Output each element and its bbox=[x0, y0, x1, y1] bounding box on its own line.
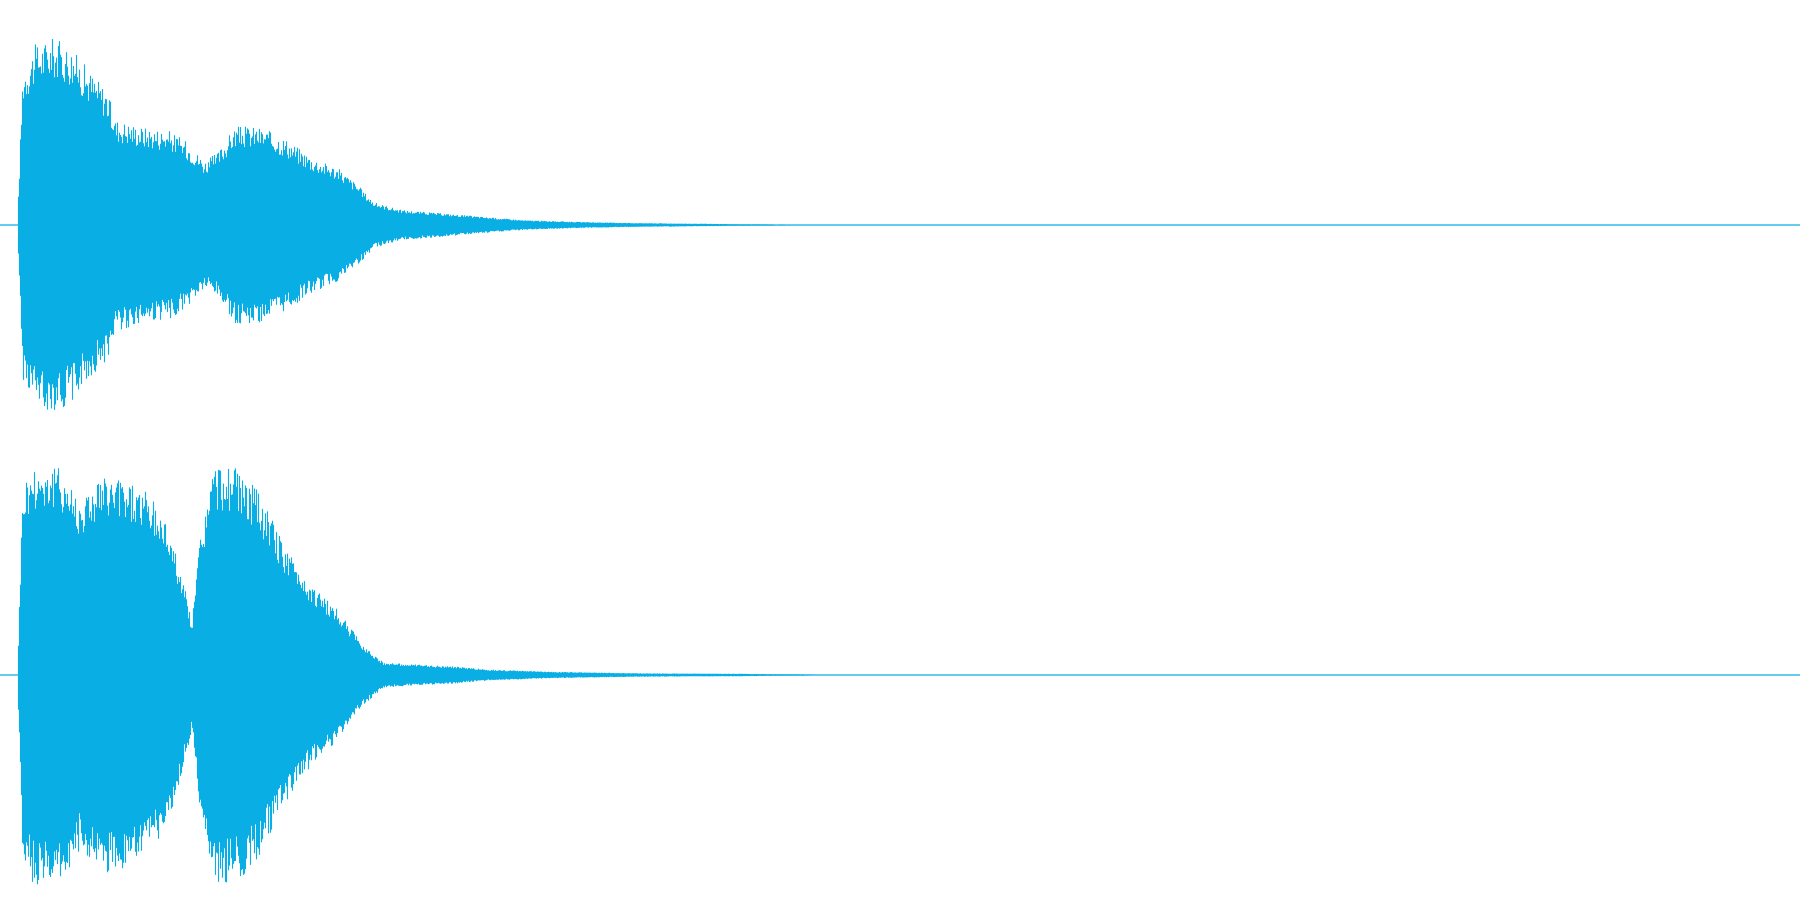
channel-1-waveform bbox=[0, 39, 1800, 410]
channel-2-signal bbox=[17, 468, 830, 885]
channel-1-signal bbox=[17, 39, 865, 410]
channel-2-waveform bbox=[0, 468, 1800, 885]
